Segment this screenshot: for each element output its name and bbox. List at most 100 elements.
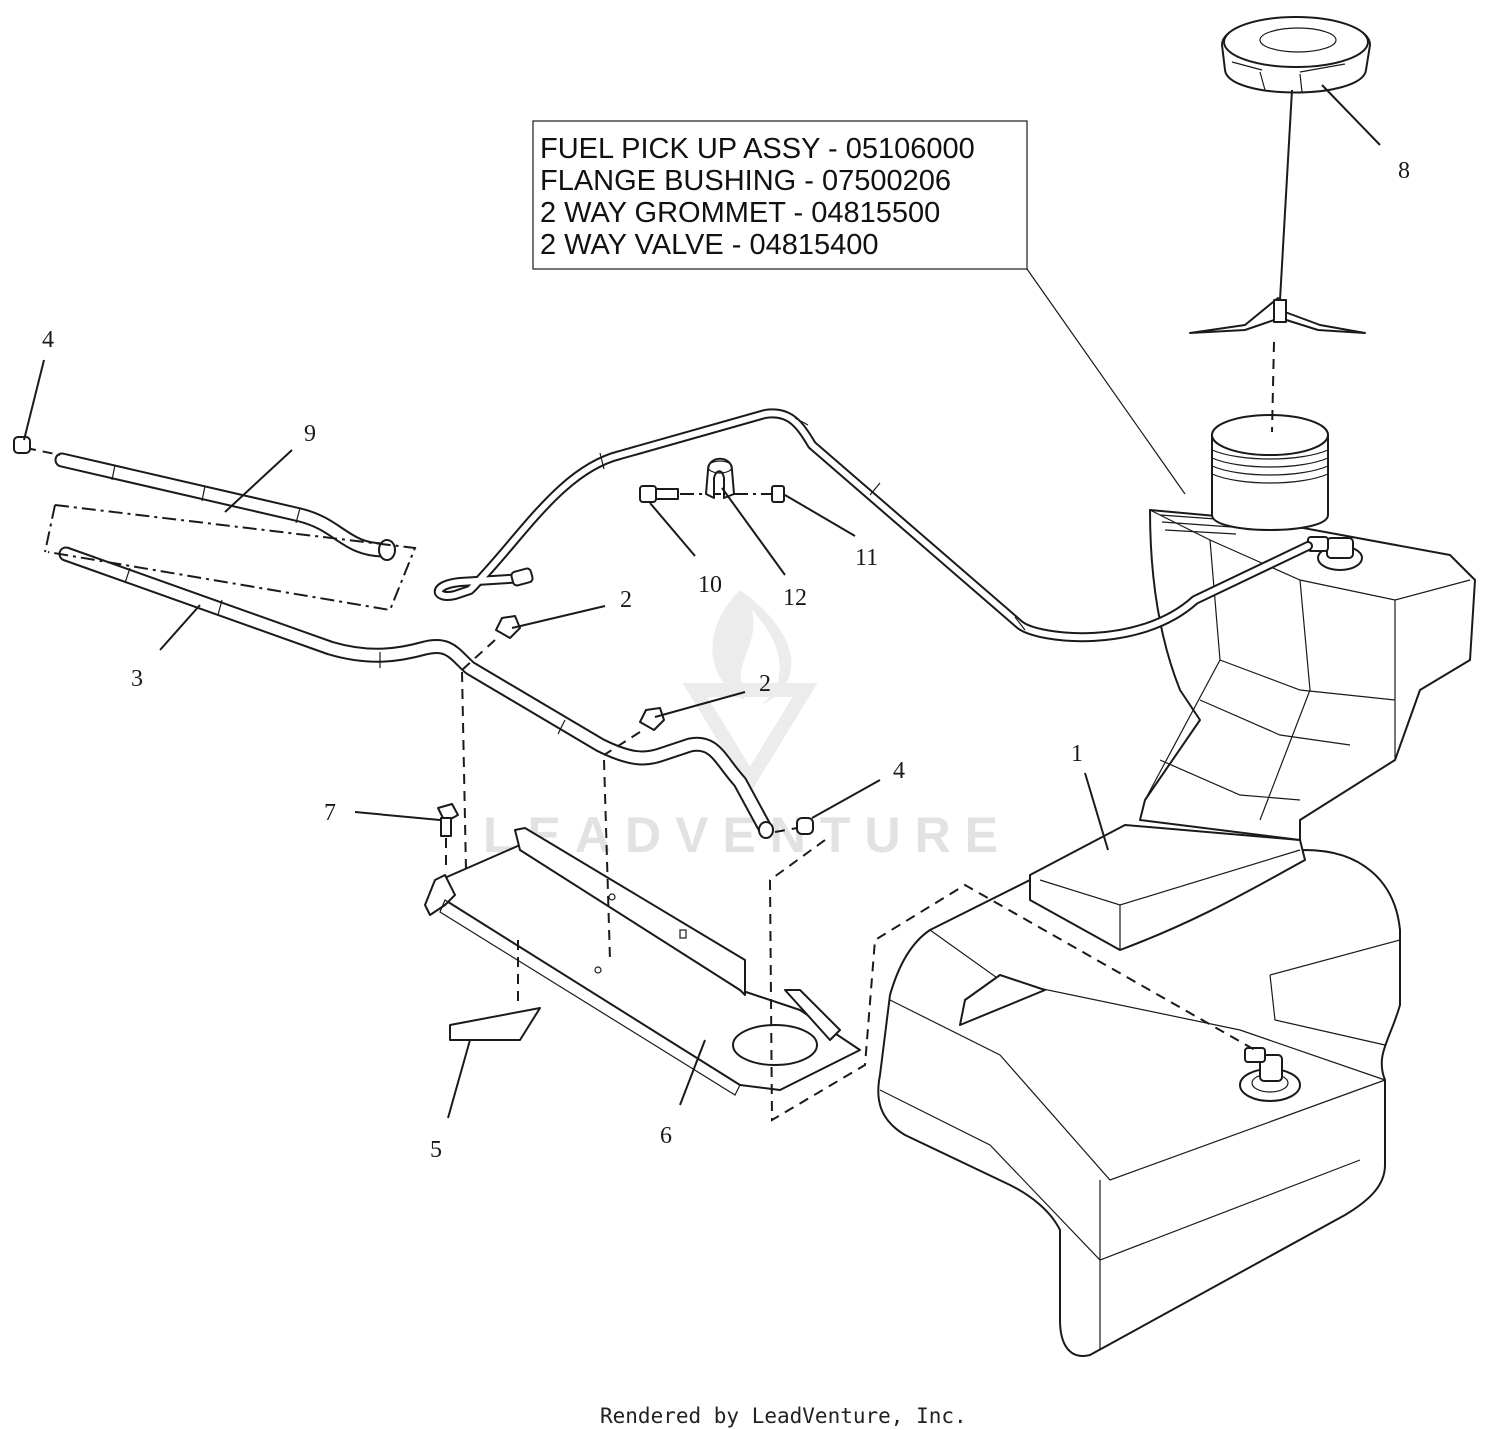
hose-3-end [758,821,774,839]
callout-11: 11 [855,545,878,571]
watermark: LEADVENTURE [483,590,998,863]
clamp-4-right-line [774,827,798,833]
note-box-frame [532,120,1028,270]
callout-4a-leader [23,359,45,441]
hose-3 [58,546,814,839]
note-line-1: FUEL PICK UP ASSY - 05106000 [540,133,975,165]
fuel-tank [877,509,1476,1357]
bracket-6 [424,827,861,1096]
hose-9-fill [56,454,391,556]
tank-top-fitting [1307,536,1363,571]
callout-7: 7 [324,800,336,826]
clamp-4-right [796,817,814,835]
note-line-2: FLANGE BUSHING - 07500206 [540,165,951,197]
filler-neck [1211,414,1329,531]
tank-neck [1139,509,1476,841]
clamp-4-left [13,436,31,454]
callout-5-leader [447,1039,471,1119]
note-line-3: 2 WAY GROMMET - 04815500 [540,197,940,229]
bracket-6-tab [784,989,841,1041]
vent-line-end-fitting [510,567,534,587]
note-box: FUEL PICK UP ASSY - 05106000 FLANGE BUSH… [532,120,1186,495]
callout-6-leader [679,1039,706,1106]
callout-2b: 2 [759,671,771,697]
callout-8: 8 [1398,158,1410,184]
tank-neck-ridge-3 [1159,699,1351,801]
tank-saddle-block [1029,824,1306,951]
tank-lower-edge-2 [879,1089,1361,1261]
callout-10: 10 [698,572,722,598]
hose-9 [13,436,396,561]
callout-2a-leader [511,605,606,629]
watermark-v-icon [682,683,818,794]
callout-2b-leader [654,691,746,718]
hose-clip-2a [495,615,521,639]
hose-clip-2a-line [461,639,496,671]
callout-7-leader [354,811,441,821]
tank-recess [959,974,1046,1026]
hose-clip-2b-line [603,731,641,756]
callout-3: 3 [131,666,143,692]
bracket-6-front-lip [424,874,456,916]
watermark-logo-icon [712,590,792,705]
bracket-6-hole [732,1024,818,1066]
nut-11 [771,485,785,503]
fuel-cap [1189,16,1371,433]
tank-saddle-edge [1039,849,1301,950]
hose-clip-lower [603,707,665,756]
bracket-6-flange [514,827,746,996]
clamp-assembly [639,457,785,503]
screw-10-shank [655,488,679,500]
bracket-6-front-edge [439,899,741,1096]
fuel-cap-grips [1231,61,1346,93]
callouts: 1 2 2 3 4 4 5 6 7 8 9 10 11 12 [23,84,1410,1163]
vent-line [433,408,1313,643]
callout-4b: 4 [893,758,905,784]
fuel-cap-top [1223,16,1369,68]
fuel-cap-retainer-stem [1273,299,1287,323]
tank-lower-elbow [1244,1047,1266,1063]
hose-end-to-bracket [768,839,1256,1122]
clip2a-to-bracket [461,671,467,871]
clamp-12 [705,457,735,499]
hose-clip-upper [461,615,521,671]
bracket-6-slot [679,929,687,939]
callout-1-leader [1084,772,1109,851]
tank-lower-edge [889,999,1386,1181]
render-credit: Rendered by LeadVenture, Inc. [600,1404,967,1428]
vent-line-bands [599,417,1026,631]
callout-5: 5 [430,1137,442,1163]
pad-5-shape [449,1007,541,1041]
callout-9-leader [224,449,293,513]
screw-10 [639,485,657,503]
callout-3-leader [159,604,201,651]
assembly-lines [461,671,1256,1122]
cap-to-neck-line [1271,341,1275,433]
tank-lower-valve [1259,1054,1283,1082]
tank-lower-fitting [1239,1047,1301,1102]
tank-top-face [929,929,1386,1081]
callout-10-leader [649,502,696,557]
fuel-cap-tether [1279,89,1293,301]
callout-4b-leader [811,779,881,819]
callout-4a: 4 [42,327,54,353]
pad-5 [449,940,541,1041]
callout-1: 1 [1071,741,1083,767]
vent-line-fill [435,410,1311,641]
fuel-cap-center [1259,27,1337,53]
hose-clip-2b [639,707,665,731]
callout-6: 6 [660,1123,672,1149]
hose-9-dash-left [25,447,61,456]
note-leader [1026,268,1186,495]
callout-9: 9 [304,421,316,447]
tank-neck-ridge-2 [1219,579,1396,821]
note-line-4: 2 WAY VALVE - 04815400 [540,229,879,261]
screw-7-shank [440,817,452,837]
hose-3-fill [60,548,771,834]
callout-8-leader [1321,84,1381,146]
callout-12: 12 [783,585,807,611]
bracket-6-rivet-2 [594,966,602,974]
tank-top-valve [1326,537,1354,559]
clamp-12-top [707,460,733,474]
